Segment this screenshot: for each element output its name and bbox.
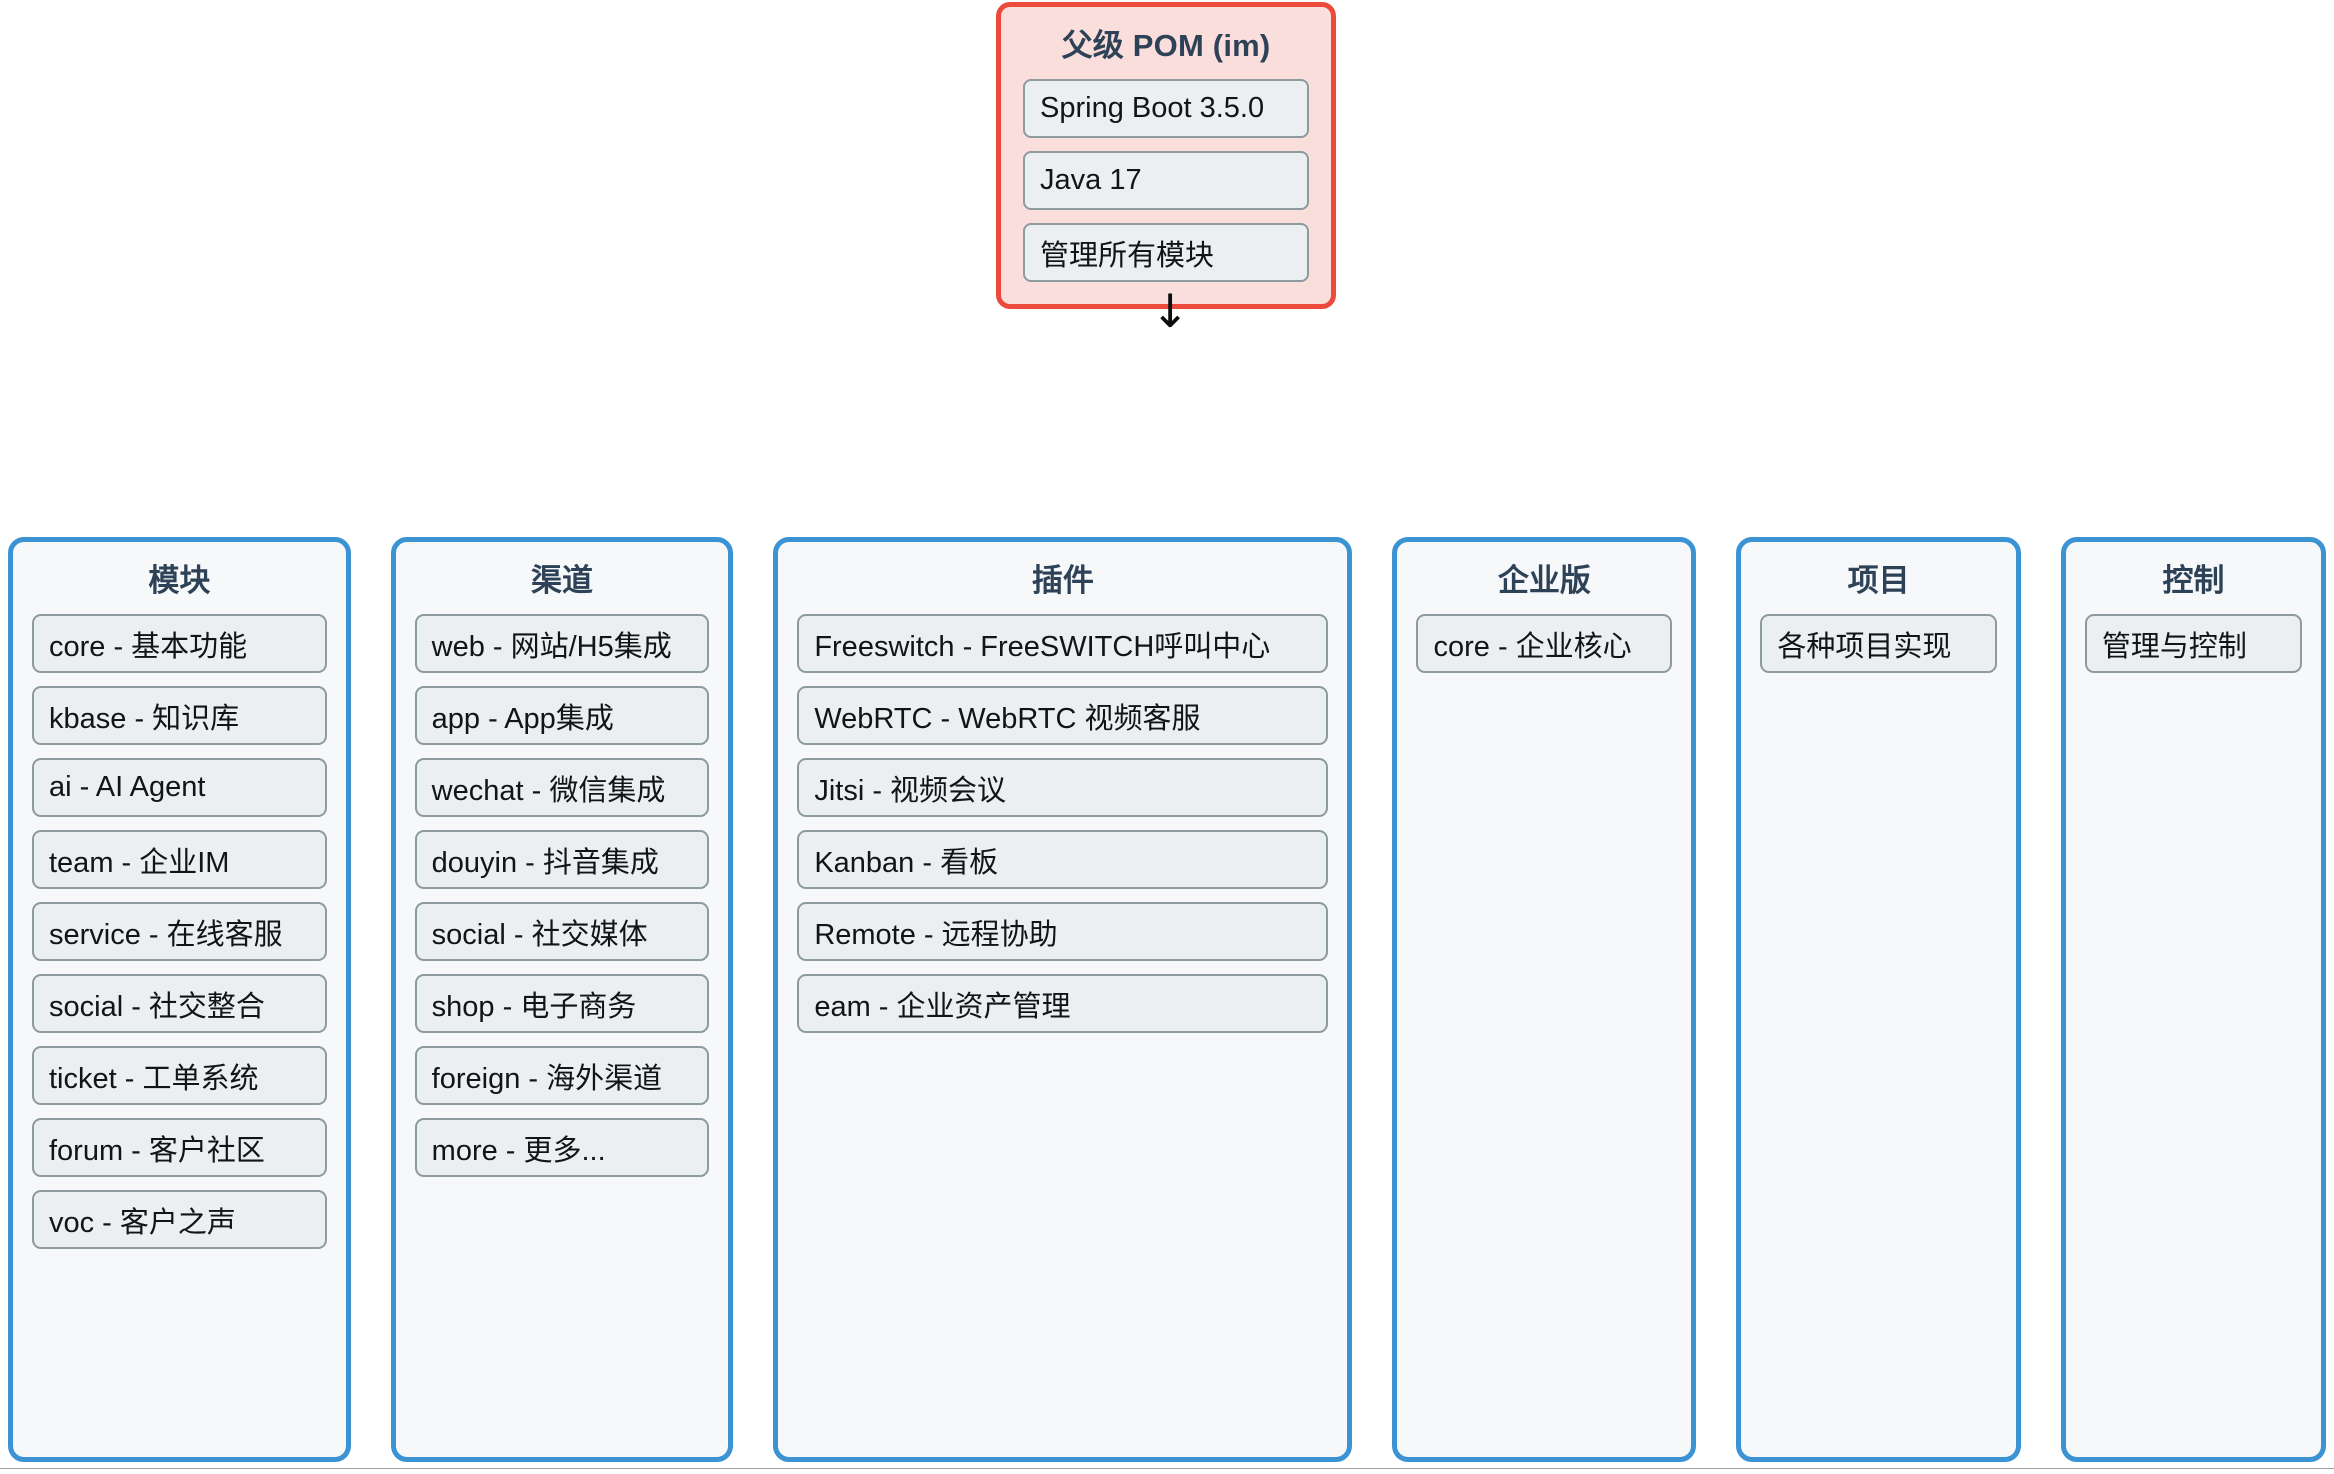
- column-project: 项目 各种项目实现: [1736, 537, 2021, 1462]
- column-item-list-control: 管理与控制: [2084, 614, 2302, 674]
- column-modules: 模块 core - 基本功能 kbase - 知识库 ai - AI Agent…: [8, 537, 351, 1462]
- list-item: team - 企业IM: [32, 830, 327, 890]
- list-item: 管理与控制: [2084, 614, 2302, 674]
- column-item-list-channels: web - 网站/H5集成 app - App集成 wechat - 微信集成 …: [414, 614, 710, 1178]
- parent-pom-card: 父级 POM (im) Spring Boot 3.5.0 Java 17 管理…: [996, 2, 1336, 310]
- list-item: WebRTC - WebRTC 视频客服: [797, 686, 1329, 746]
- column-item-list-modules: core - 基本功能 kbase - 知识库 ai - AI Agent te…: [32, 614, 327, 1250]
- list-item: app - App集成: [414, 686, 710, 746]
- column-control: 控制 管理与控制: [2060, 537, 2326, 1462]
- column-item-list-project: 各种项目实现: [1760, 614, 1997, 674]
- parent-pom-item-list: Spring Boot 3.5.0 Java 17 管理所有模块: [1023, 79, 1309, 283]
- list-item: foreign - 海外渠道: [414, 1046, 710, 1106]
- column-item-list-enterprise: core - 企业核心: [1416, 614, 1673, 674]
- parent-pom-item: Java 17: [1023, 151, 1309, 211]
- parent-pom-title: 父级 POM (im): [1061, 28, 1271, 63]
- list-item: shop - 电子商务: [414, 974, 710, 1034]
- list-item: 各种项目实现: [1760, 614, 1997, 674]
- list-item: social - 社交媒体: [414, 902, 710, 962]
- column-title-project: 项目: [1847, 563, 1910, 598]
- list-item: douyin - 抖音集成: [414, 830, 710, 890]
- column-plugins: 插件 Freeswitch - FreeSWITCH呼叫中心 WebRTC - …: [773, 537, 1353, 1462]
- list-item: core - 企业核心: [1416, 614, 1673, 674]
- column-title-control: 控制: [2162, 563, 2225, 598]
- column-channels: 渠道 web - 网站/H5集成 app - App集成 wechat - 微信…: [390, 537, 734, 1462]
- list-item: wechat - 微信集成: [414, 758, 710, 818]
- column-title-modules: 模块: [148, 563, 211, 598]
- list-item: web - 网站/H5集成: [414, 614, 710, 674]
- list-item: forum - 客户社区: [32, 1118, 327, 1178]
- column-title-plugins: 插件: [1031, 563, 1094, 598]
- list-item: service - 在线客服: [32, 902, 327, 962]
- column-title-channels: 渠道: [530, 563, 593, 598]
- list-item: kbase - 知识库: [32, 686, 327, 746]
- list-item: more - 更多...: [414, 1118, 710, 1178]
- list-item: eam - 企业资产管理: [797, 974, 1329, 1034]
- column-title-enterprise: 企业版: [1497, 563, 1591, 598]
- list-item: Kanban - 看板: [797, 830, 1329, 890]
- parent-pom-item: 管理所有模块: [1023, 223, 1309, 283]
- parent-pom-item: Spring Boot 3.5.0: [1023, 79, 1309, 139]
- list-item: Jitsi - 视频会议: [797, 758, 1329, 818]
- arrow-down-icon: ↓: [1150, 284, 1190, 338]
- list-item: core - 基本功能: [32, 614, 327, 674]
- module-columns-row: 模块 core - 基本功能 kbase - 知识库 ai - AI Agent…: [8, 537, 2326, 1462]
- page-bottom-divider: [0, 1468, 2334, 1469]
- list-item: Freeswitch - FreeSWITCH呼叫中心: [797, 614, 1329, 674]
- list-item: ticket - 工单系统: [32, 1046, 327, 1106]
- column-item-list-plugins: Freeswitch - FreeSWITCH呼叫中心 WebRTC - Web…: [797, 614, 1329, 1034]
- list-item: social - 社交整合: [32, 974, 327, 1034]
- list-item: voc - 客户之声: [32, 1190, 327, 1250]
- column-enterprise: 企业版 core - 企业核心: [1392, 537, 1697, 1462]
- list-item: ai - AI Agent: [32, 758, 327, 818]
- list-item: Remote - 远程协助: [797, 902, 1329, 962]
